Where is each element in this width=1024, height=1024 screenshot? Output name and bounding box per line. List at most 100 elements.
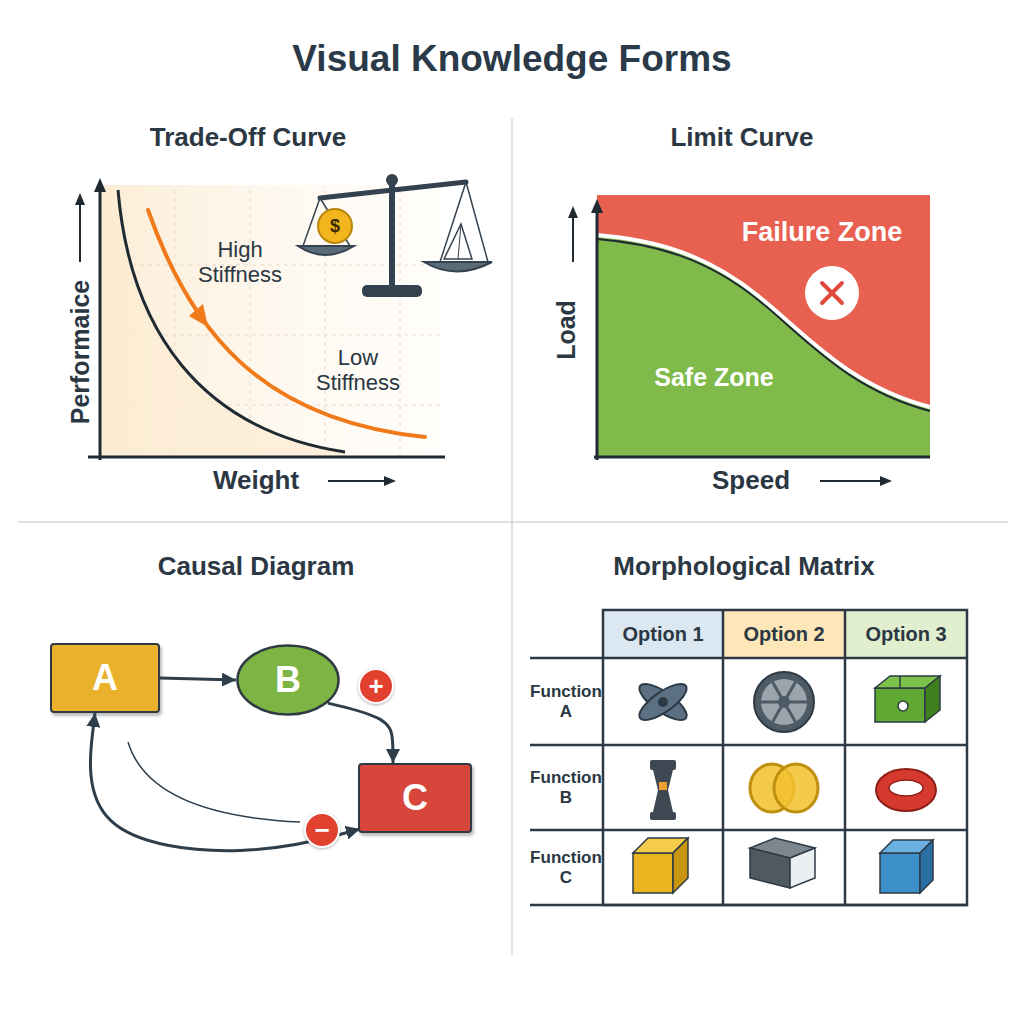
wheel-icon [773,682,796,722]
panel-heading: Morphological Matrix [613,552,874,582]
grid-line [250,190,251,457]
axis [594,456,930,459]
balance-scale-icon [458,224,461,259]
axis [591,199,603,213]
cube-icon [880,853,920,893]
panel-heading: Limit Curve [670,123,813,153]
causal-arrow [90,713,360,851]
propeller-icon [634,678,691,727]
propeller-icon [634,678,691,727]
ring-icon [876,769,936,811]
box-icon [925,676,940,722]
failure-mark [822,283,842,303]
axis [568,199,930,486]
feedback-arc [128,742,300,822]
balance-scale-icon [298,174,492,297]
axis [568,206,578,218]
axis [75,178,445,486]
matrix-grid [530,657,967,660]
row-header: Function A [528,682,604,721]
cube-icon [633,853,673,893]
cube-icon [880,840,933,893]
box-icon [898,701,908,711]
axis [79,202,81,262]
box-icon [899,676,901,688]
page-title: Visual Knowledge Forms [0,38,1024,81]
axis [88,456,445,459]
node-label: Safe Zone [654,364,773,392]
clamp-icon [650,760,676,820]
axis [328,480,386,482]
panel-heading: Trade-Off Curve [150,123,347,153]
axis-label: Performaice [66,280,95,425]
matrix-grid [530,744,967,747]
cube-icon [920,840,933,893]
curve-area [100,188,345,457]
matrix-grid [530,829,967,832]
panel-divider [18,521,1008,523]
clamp-icon [650,812,676,820]
propeller-icon [634,678,691,727]
axis-label: Weight [213,466,299,496]
balance-scale-icon [389,182,395,287]
row-header: Function C [528,848,604,887]
safe-zone-outline [597,195,930,457]
coin-symbol: $ [330,216,340,237]
node-label: A [92,658,118,698]
node-label: B [275,660,301,700]
wheel-icon [754,672,814,732]
matrix-grid [844,610,847,905]
matrix-grid [845,610,967,658]
axis [384,476,396,486]
trade-off-plot [75,174,492,486]
wheel-icon [754,672,814,732]
axis [596,210,599,460]
axis [820,480,882,482]
balance-scale-icon [444,224,472,259]
balance-scale-icon [424,262,492,272]
wheel-icon [761,679,807,725]
axis [94,178,106,192]
polarity-sign: + [358,668,394,704]
cube-icon [633,838,688,893]
wheel-icon [761,682,807,722]
axis [75,193,85,205]
variable-box: C [358,763,472,833]
wheel-icon [773,682,796,722]
box-icon [875,676,940,722]
feedback-arc [128,742,300,822]
clamp-icon [659,782,667,790]
table-header: Option 1 [622,623,703,646]
zone-fill [597,235,930,457]
ring-icon [889,780,923,796]
panel-divider [18,118,1008,955]
rings-icon [774,764,818,812]
failure-mark [822,283,842,303]
panel-heading: Causal Diagram [158,552,355,582]
prism-icon [790,848,815,888]
table-header: Option 2 [743,623,824,646]
ring-icon [876,769,936,811]
clamp-icon [653,770,673,812]
failure-mark [805,266,859,320]
panel-divider [511,118,513,955]
matrix-grid [530,904,967,907]
node-label: C [402,778,428,818]
curve-label: High Stiffness [175,237,305,288]
balance-scale-icon [320,182,466,198]
balance-scale-icon [362,285,422,297]
matrix-grid [723,610,845,658]
grid-line [400,190,401,457]
prism-icon [750,848,790,888]
curve-label: Low Stiffness [293,345,423,396]
table-header: Option 3 [865,623,946,646]
box-icon [875,688,925,722]
matrix-grid [603,610,723,658]
wheel-icon [778,696,790,708]
failure-mark [805,266,859,320]
